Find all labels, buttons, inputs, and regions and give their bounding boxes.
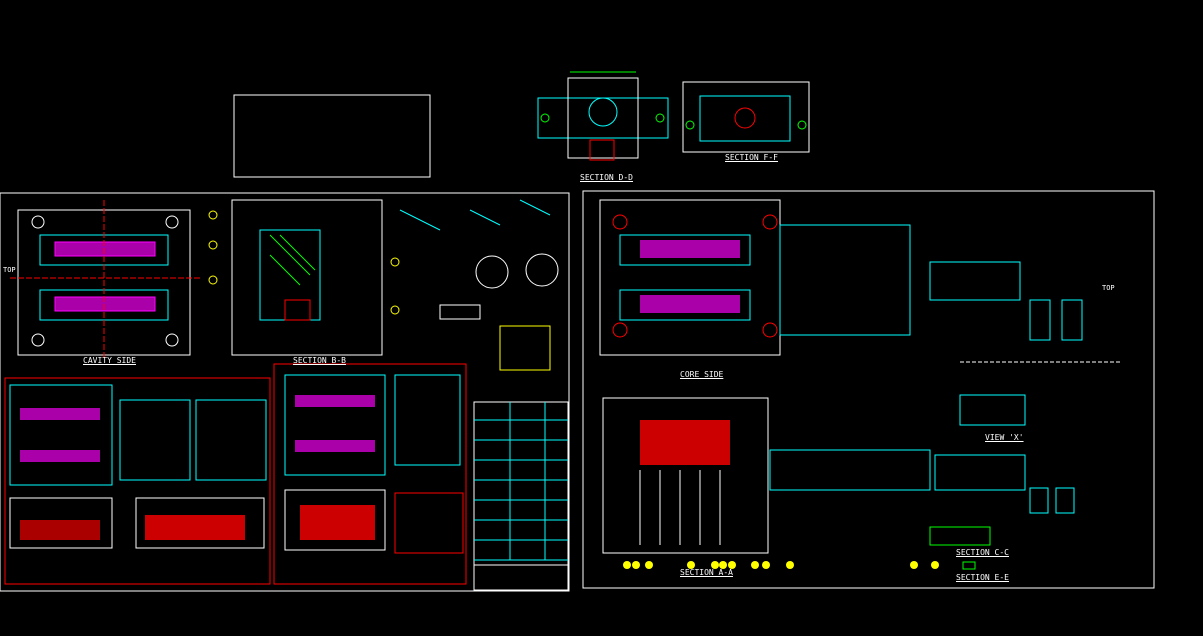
section-e-view [962,561,976,570]
right-sheet-border [582,190,1155,589]
section-c-view [929,526,991,546]
label-core-side: CORE SIDE [680,370,724,379]
parts-table [473,401,569,591]
label-section-d: SECTION D-D [580,173,633,182]
label-section-e: SECTION E-E [956,573,1009,582]
label-section-f: SECTION F-F [725,153,778,162]
core-side-view [599,199,1120,363]
label-top-right: TOP [1102,284,1115,292]
detail-views [399,199,559,371]
lower-left-views [4,377,271,585]
section-a-view [602,394,1075,569]
cavity-side-view [10,200,200,360]
section-f-view [682,81,810,153]
empty-frame [233,94,431,178]
middle-views [273,363,467,585]
label-section-b: SECTION B-B [293,356,346,365]
label-top-left: TOP [3,266,16,274]
label-view-x: VIEW 'X' [985,433,1024,442]
label-cavity-side: CAVITY SIDE [83,356,136,365]
label-section-c: SECTION C-C [956,548,1009,557]
section-d-view [537,71,669,161]
label-section-a: SECTION A-A [680,568,733,577]
section-b-view [208,199,400,356]
left-sheet-border [0,192,570,592]
